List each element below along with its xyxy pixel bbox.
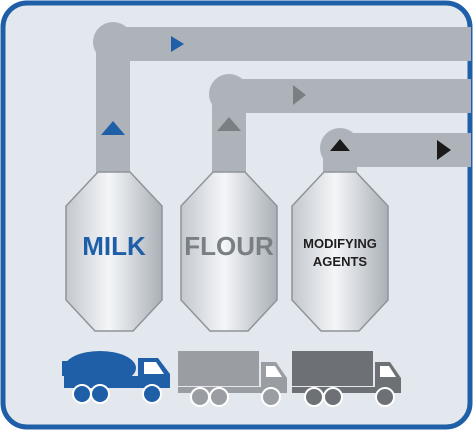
- arrow-flour-up: [217, 117, 241, 131]
- silo-label-agents-line1: MODIFYING: [303, 236, 377, 251]
- flow-arrows: [101, 36, 451, 160]
- box-truck-icon: [178, 351, 287, 407]
- pipe-milk-horizontal: [113, 27, 471, 61]
- arrow-agents-up: [330, 139, 350, 151]
- arrow-flour-right: [293, 85, 306, 105]
- silo-label-milk: MILK: [82, 231, 146, 261]
- pipe-agents-horizontal: [340, 133, 471, 167]
- pipe-flour-horizontal: [229, 79, 471, 113]
- arrow-milk-right: [171, 36, 184, 52]
- silo-label-agents-line2: AGENTS: [313, 254, 368, 269]
- arrow-agents-right: [437, 140, 451, 160]
- silo-flour: FLOUR: [180, 171, 278, 332]
- silo-label-flour: FLOUR: [184, 231, 274, 261]
- mixer-truck-icon: [62, 351, 170, 404]
- silo-modifying-agents: MODIFYING AGENTS: [291, 171, 389, 332]
- silo-milk: MILK: [65, 171, 163, 332]
- box-truck-dark-icon: [292, 351, 401, 407]
- pipe-milk-vertical: [96, 40, 130, 190]
- arrow-milk-up: [101, 121, 125, 135]
